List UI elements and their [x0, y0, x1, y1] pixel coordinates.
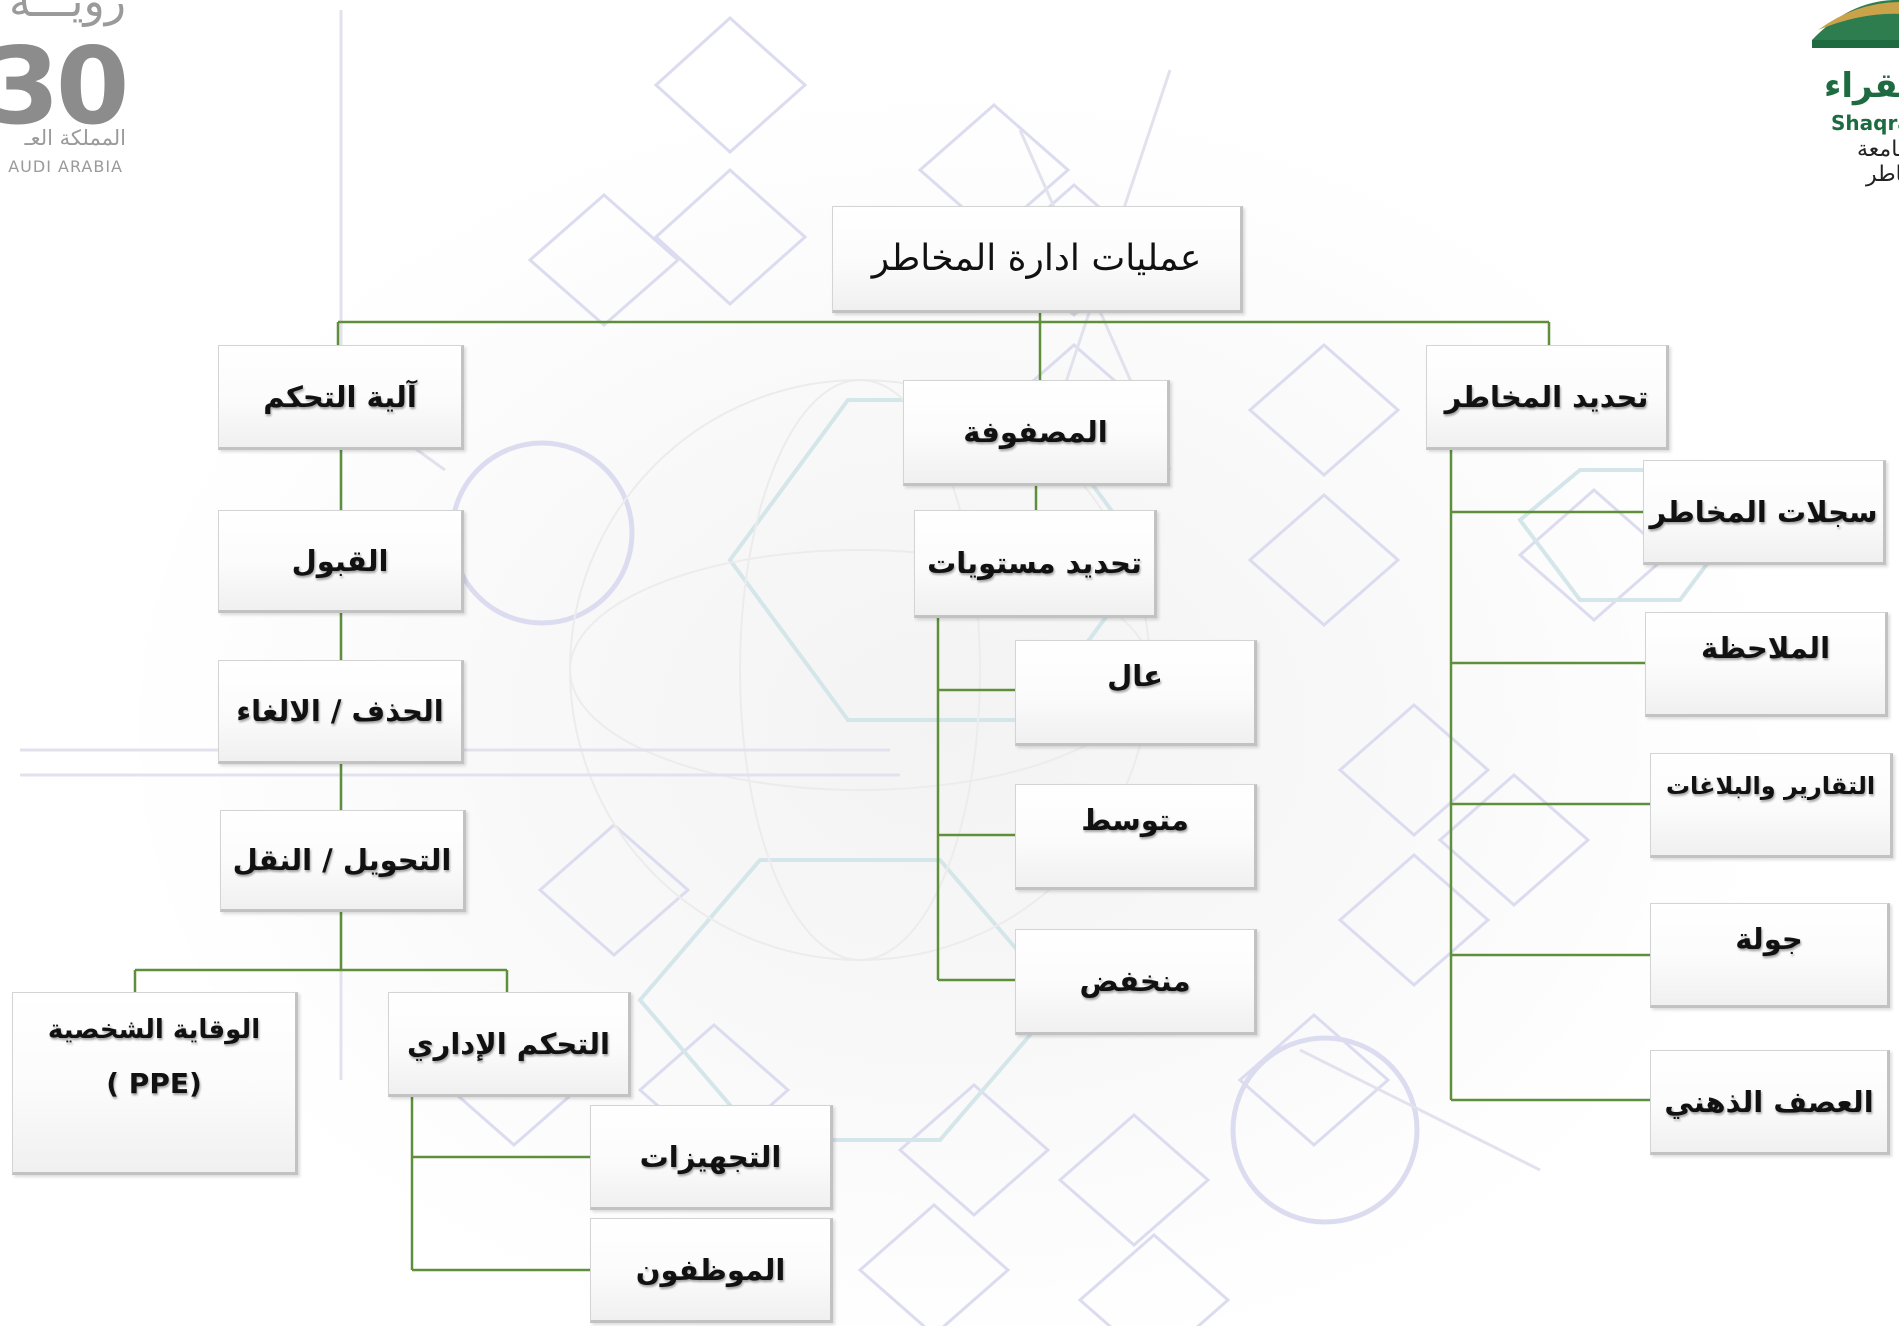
risk-item-label: التقارير والبلاغات	[1665, 772, 1876, 800]
root-node: عمليات ادارة المخاطر	[832, 206, 1243, 313]
risk-item-node: التقارير والبلاغات	[1650, 753, 1893, 858]
vision-logo-kingdom-text: المملكة العـ	[24, 126, 126, 150]
university-name-arabic: شقراء	[1824, 66, 1899, 106]
bg-hexagon	[653, 167, 808, 307]
bg-hexagon	[653, 15, 808, 155]
admin-item-node: الموظفون	[590, 1218, 833, 1323]
vision-logo-arabic-text: رؤيـــة	[8, 0, 126, 27]
transfer-label: التحويل / النقل	[232, 843, 452, 877]
university-logo: شقراء Shaqra جامعة المخاطر	[1794, 0, 1899, 190]
risk-item-node: الملاحظة	[1645, 612, 1888, 717]
university-name-latin: Shaqra	[1831, 111, 1899, 135]
university-subtitle-line2: المخاطر	[1866, 162, 1899, 187]
ppe-abbreviation: ( PPE)	[106, 1067, 202, 1100]
bg-line	[1299, 1048, 1541, 1172]
admin-item-label: الموظفون	[635, 1252, 786, 1287]
matrix-node: المصفوفة	[903, 380, 1170, 486]
university-emblem-icon	[1812, 0, 1899, 48]
level-label: منخفض	[1079, 964, 1191, 998]
control-mechanism-node: آلية التحكم	[218, 345, 464, 450]
acceptance-node: القبول	[218, 510, 464, 613]
bg-hexagon	[1337, 853, 1491, 987]
bg-hexagon	[857, 1203, 1011, 1326]
bg-hexagon	[1337, 703, 1491, 837]
vision-logo-number: 30	[0, 25, 130, 148]
level-label: متوسط	[1081, 803, 1189, 837]
bg-globe	[739, 379, 981, 961]
university-subtitle-line1: جامعة	[1857, 137, 1899, 162]
level-label: عال	[1107, 659, 1163, 693]
risk-item-node: العصف الذهني	[1650, 1050, 1890, 1155]
administrative-control-node: التحكم الإداري	[388, 992, 631, 1097]
bg-hexagon	[1437, 773, 1591, 907]
bg-hexagon	[1247, 493, 1401, 627]
bg-hexagon	[897, 1083, 1051, 1217]
acceptance-label: القبول	[291, 543, 389, 578]
levels-node: تحديد مستويات	[914, 510, 1157, 618]
risk-item-label: العصف الذهني	[1664, 1084, 1874, 1119]
admin-item-node: التجهيزات	[590, 1105, 833, 1210]
bg-hexagon	[1057, 1113, 1211, 1247]
elimination-node: الحذف / الالغاء	[218, 660, 464, 764]
risk-item-label: الملاحظة	[1700, 631, 1831, 665]
level-node: عال	[1015, 640, 1257, 746]
level-node: متوسط	[1015, 784, 1257, 890]
bg-circle	[1230, 1035, 1420, 1225]
risk-identification-label: تحديد المخاطر	[1444, 379, 1649, 414]
bg-hexagon	[527, 193, 681, 327]
bg-hexagon	[1247, 343, 1401, 477]
root-node-label: عمليات ادارة المخاطر	[871, 238, 1202, 279]
risk-item-node: سجلات المخاطر	[1643, 460, 1886, 565]
admin-item-label: التجهيزات	[639, 1139, 782, 1174]
bg-hexagon	[1077, 1233, 1231, 1326]
elimination-label: الحذف / الالغاء	[236, 694, 444, 728]
administrative-control-label: التحكم الإداري	[407, 1026, 610, 1061]
transfer-node: التحويل / النقل	[220, 810, 466, 912]
level-node: منخفض	[1015, 929, 1257, 1035]
bg-hexagon	[1237, 1013, 1391, 1147]
vision-2030-logo: رؤيـــة 30 المملكة العـ AUDI ARABIA	[0, 0, 135, 185]
vision-logo-country-text: AUDI ARABIA	[8, 157, 123, 176]
levels-label: تحديد مستويات	[927, 546, 1142, 580]
control-mechanism-label: آلية التحكم	[263, 379, 417, 414]
matrix-label: المصفوفة	[963, 415, 1108, 449]
bg-hexagon	[537, 823, 691, 957]
risk-identification-node: تحديد المخاطر	[1426, 345, 1669, 450]
risk-item-node: جولة	[1650, 903, 1890, 1008]
ppe-node: الوقاية الشخصية ( PPE)	[12, 992, 298, 1175]
risk-item-label: جولة	[1735, 922, 1803, 956]
risk-item-label: سجلات المخاطر	[1649, 494, 1878, 529]
ppe-label: الوقاية الشخصية	[47, 1015, 261, 1045]
